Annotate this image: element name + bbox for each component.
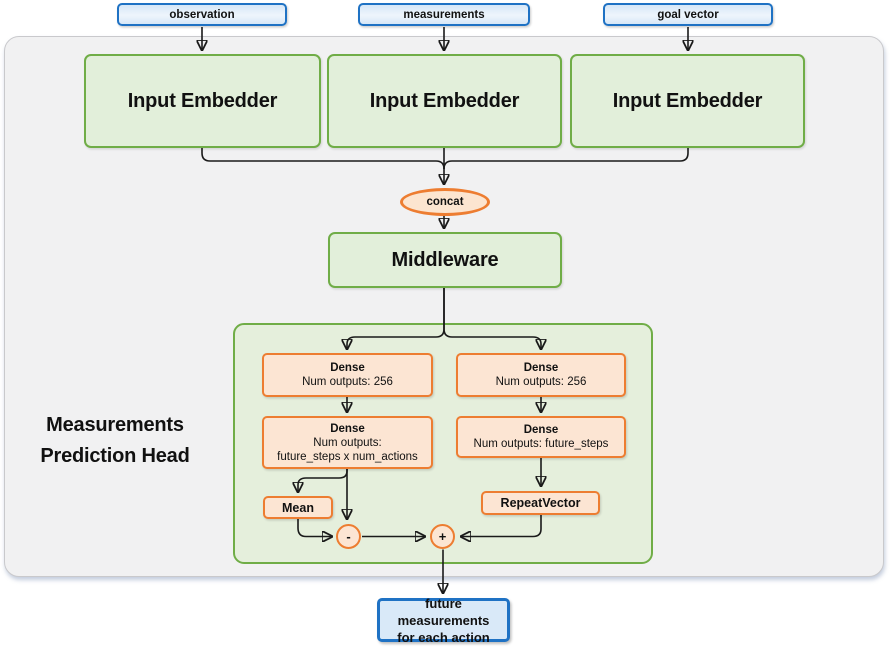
output-box: future measurements for each action [377, 595, 510, 645]
prediction-head-title-line1: Measurements [46, 414, 184, 436]
mean-label: Mean [282, 500, 314, 515]
dense-right-1: Dense Num outputs: 256 [456, 353, 626, 397]
output-label-line2: for each action [397, 629, 490, 645]
concat-label: concat [426, 196, 464, 208]
minus-operator-label: - [346, 529, 351, 544]
dense-left-2: Dense Num outputs: future_steps x num_ac… [262, 416, 433, 469]
mean-box: Mean [263, 496, 333, 519]
input-box-observation: observation [117, 3, 287, 26]
dense-right-1-subtitle: Num outputs: 256 [495, 376, 587, 388]
input-label-measurements: measurements [403, 8, 485, 21]
plus-operator-node: + [430, 524, 455, 549]
concat-node: concat [400, 188, 490, 216]
prediction-head-title: Measurements Prediction Head [24, 410, 206, 472]
input-embedder-middle-label: Input Embedder [369, 89, 520, 112]
dense-left-1-subtitle: Num outputs: 256 [302, 376, 393, 388]
middleware-box: Middleware [328, 232, 562, 288]
input-embedder-left-label: Input Embedder [127, 89, 278, 112]
input-embedder-right-label: Input Embedder [612, 89, 763, 112]
dense-right-2-title: Dense [523, 424, 559, 436]
middleware-label: Middleware [391, 248, 499, 271]
dense-left-1-title: Dense [330, 362, 365, 374]
input-box-measurements: measurements [358, 3, 530, 26]
input-embedder-left: Input Embedder [84, 54, 321, 148]
dense-right-2-subtitle: Num outputs: future_steps [473, 438, 609, 450]
dense-left-2-subtitle-line1: Num outputs: [313, 436, 382, 449]
plus-operator-label: + [438, 529, 447, 544]
prediction-head-title-line2: Prediction Head [40, 445, 190, 467]
dense-right-2: Dense Num outputs: future_steps [456, 416, 626, 458]
dense-left-2-title: Dense [330, 422, 365, 435]
input-label-goal-vector: goal vector [657, 8, 719, 21]
input-embedder-middle: Input Embedder [327, 54, 562, 148]
dense-left-2-subtitle-line2: future_steps x num_actions [277, 450, 418, 463]
repeat-vector-label: RepeatVector [500, 496, 581, 510]
repeat-vector-box: RepeatVector [481, 491, 600, 515]
input-label-observation: observation [169, 8, 235, 21]
input-box-goal-vector: goal vector [603, 3, 773, 26]
dense-left-1: Dense Num outputs: 256 [262, 353, 433, 397]
output-label-line1: future measurements [397, 595, 490, 628]
input-embedder-right: Input Embedder [570, 54, 805, 148]
minus-operator-node: - [336, 524, 361, 549]
dense-right-1-title: Dense [523, 362, 559, 374]
